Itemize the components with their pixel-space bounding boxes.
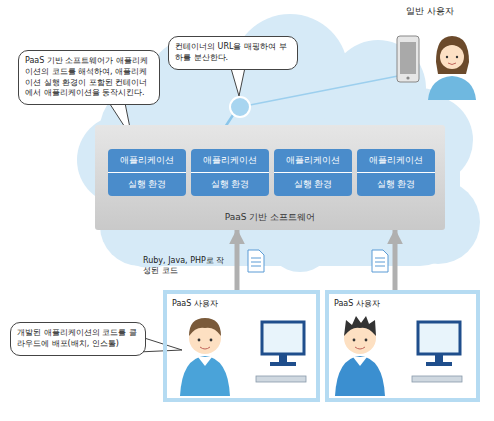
monitor-icon (256, 322, 306, 382)
bubble-text: PaaS 기반 소프트웨어가 애플리케이션의 코드를 해석하여, 애플리케이션 … (25, 56, 153, 99)
developer-figure (180, 318, 230, 396)
balancer-dot (230, 97, 250, 117)
platform-box: PaaS 기반 소프트웨어애플리케이션실행 환경애플리케이션실행 환경애플리케이… (95, 125, 445, 230)
document-icon (248, 250, 264, 272)
user-panel: PaaS 사용자 (163, 290, 320, 402)
runtime-label: 애플리케이션 (357, 149, 435, 172)
runtime-label: 실행 환경 (191, 172, 269, 196)
developer-figure (335, 316, 385, 396)
runtime-box: 애플리케이션실행 환경 (274, 149, 352, 196)
speech-bubble: PaaS 기반 소프트웨어가 애플리케이션의 코드를 해석하여, 애플리케이션 … (18, 50, 160, 105)
runtime-box: 애플리케이션실행 환경 (357, 149, 435, 196)
upload-arrow (235, 230, 240, 290)
runtime-label: 실행 환경 (357, 172, 435, 196)
runtime-box: 애플리케이션실행 환경 (191, 149, 269, 196)
user-heading: PaaS 사용자 (329, 294, 476, 313)
speech-bubble: 컨테이너의 URL을 매핑하여 부하를 분산한다. (168, 36, 298, 70)
runtime-label: 실행 환경 (274, 172, 352, 196)
platform-label: PaaS 기반 소프트웨어 (99, 211, 441, 224)
upload-arrow (393, 230, 398, 290)
code-label: Ruby, Java, PHP로 작성된 코드 (143, 256, 231, 277)
user-panel: PaaS 사용자 (325, 290, 480, 402)
runtime-label: 애플리케이션 (274, 149, 352, 172)
runtime-box: 애플리케이션실행 환경 (108, 149, 186, 196)
runtime-label: 실행 환경 (108, 172, 186, 196)
phone-icon (397, 36, 419, 82)
runtime-label: 애플리케이션 (108, 149, 186, 172)
bubble-text: 개발된 애플리케이션의 코드를 클라우드에 배포(배치, 인스톨) (17, 328, 139, 350)
monitor-icon (412, 322, 462, 382)
user-heading: PaaS 사용자 (167, 294, 316, 313)
bubble-text: 컨테이너의 URL을 매핑하여 부하를 분산한다. (175, 42, 291, 64)
request-line (250, 76, 398, 105)
runtime-label: 애플리케이션 (191, 149, 269, 172)
user-figure (428, 36, 476, 100)
speech-bubble: 개발된 애플리케이션의 코드를 클라우드에 배포(배치, 인스톨) (10, 322, 146, 356)
user-label: 일반 사용자 (406, 6, 476, 18)
document-icon (372, 250, 388, 272)
